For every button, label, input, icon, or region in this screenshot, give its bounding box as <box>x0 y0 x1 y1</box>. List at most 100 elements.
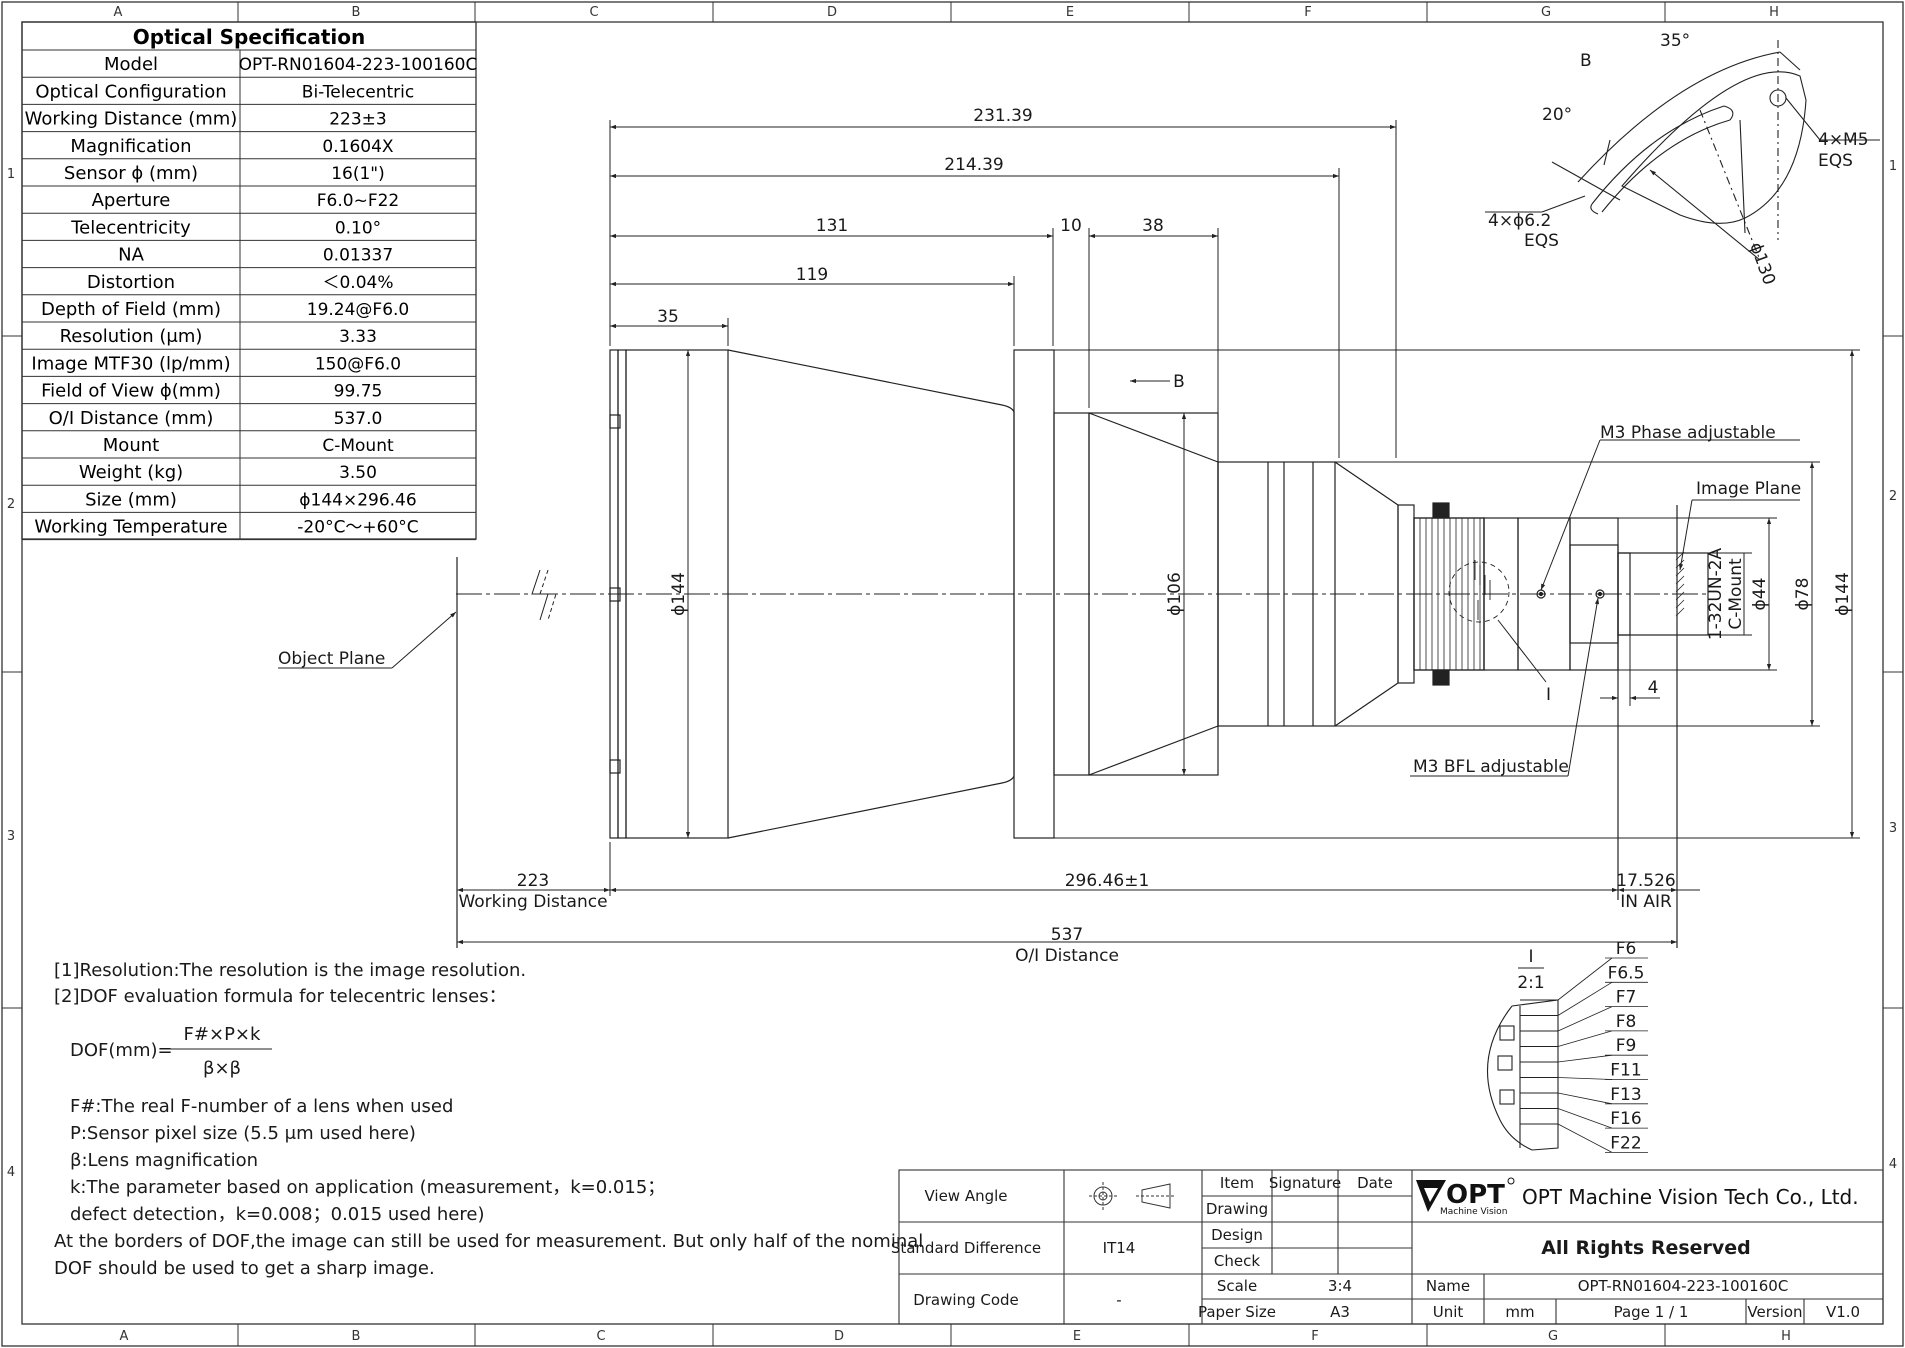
tb-drawing-code-value: - <box>1116 1291 1121 1309</box>
detail-i-texts: I 2:1 <box>1517 947 1544 993</box>
row-label: 4 <box>1889 1157 1897 1172</box>
aperture-leader <box>1557 1006 1613 1032</box>
tb-drawing: Drawing <box>1206 1200 1268 1218</box>
spec-row-value: 0.10° <box>335 218 381 238</box>
mount-type: C-Mount <box>1726 558 1746 630</box>
note-def-k2: defect detection，k=0.008；0.015 used here… <box>70 1204 484 1225</box>
spec-row-value: 537.0 <box>334 409 383 429</box>
thru-holes-eqs: EQS <box>1524 231 1559 251</box>
col-label: B <box>352 1329 361 1344</box>
dim-38: 38 <box>1142 216 1164 236</box>
detail-i-label: I <box>1528 947 1533 967</box>
col-label: A <box>114 5 123 20</box>
spec-row-label: Aperture <box>92 190 171 211</box>
spec-row-label: Resolution (μm) <box>60 326 203 347</box>
note-dof: [2]DOF evaluation formula for telecentri… <box>54 986 507 1007</box>
dia-130: ϕ130 <box>1745 240 1779 288</box>
row-label: 4 <box>7 1165 15 1180</box>
tb-item: Item <box>1220 1174 1254 1192</box>
tb-std-diff-value: IT14 <box>1103 1239 1136 1257</box>
notes: [1]Resolution:The resolution is the imag… <box>54 960 923 1279</box>
spec-row-label: O/I Distance (mm) <box>49 408 214 429</box>
col-label: F <box>1304 5 1311 20</box>
spec-row-label: Image MTF30 (lp/mm) <box>31 353 230 374</box>
spec-title: Optical Specification <box>133 25 365 49</box>
dim-10: 10 <box>1060 216 1082 236</box>
tb-unit-value: mm <box>1505 1303 1534 1321</box>
col-label: C <box>596 1329 605 1344</box>
tb-check: Check <box>1214 1252 1260 1270</box>
tb-version-value: V1.0 <box>1826 1303 1860 1321</box>
thread-spec: 1-32UN-2A <box>1706 547 1726 640</box>
dof-formula-lhs: DOF(mm)= <box>70 1040 173 1061</box>
col-label: H <box>1769 5 1779 20</box>
note-def-k: k:The parameter based on application (me… <box>70 1177 665 1198</box>
title-block-texts: View Angle Standard Difference IT14 Draw… <box>891 1174 1860 1321</box>
dim-dia-78: ϕ78 <box>1793 578 1813 611</box>
spec-row-value: 19.24@F6.0 <box>307 300 409 320</box>
row-label: 2 <box>1889 489 1897 504</box>
row-label: 2 <box>7 497 15 512</box>
spec-row-value: 3.33 <box>339 327 377 347</box>
note-def-p: P:Sensor pixel size (5.5 μm used here) <box>70 1123 416 1144</box>
tb-signature: Signature <box>1269 1174 1341 1192</box>
dimension-texts: 231.39 214.39 131 10 38 119 35 ϕ144 ϕ106… <box>458 106 1853 966</box>
tb-view-angle: View Angle <box>924 1187 1007 1205</box>
aperture-leader <box>1557 957 1613 1001</box>
view-b-texts: B 35° 20° 4×M5 EQS 4×ϕ6.2 EQS ϕ130 <box>1488 31 1869 288</box>
tb-rights: All Rights Reserved <box>1541 1237 1751 1259</box>
thru-holes: 4×ϕ6.2 <box>1488 211 1551 231</box>
image-plane-label: Image Plane <box>1696 479 1801 499</box>
aperture-scale <box>1474 560 1491 625</box>
logo-subtext: Machine Vision <box>1440 1207 1507 1217</box>
spec-row-value: 3.50 <box>339 463 377 483</box>
spec-row-label: Working Temperature <box>34 517 227 538</box>
spec-row-value: 0.01337 <box>323 246 393 266</box>
spec-row-label: Mount <box>103 435 159 456</box>
dim-working-distance-label: Working Distance <box>458 892 607 912</box>
note-def-beta: β:Lens magnification <box>70 1150 258 1171</box>
tb-date: Date <box>1357 1174 1393 1192</box>
dim-oi-distance-label: O/I Distance <box>1015 946 1119 966</box>
aperture-stop-label: F7 <box>1616 988 1637 1008</box>
col-label: H <box>1781 1329 1791 1344</box>
row-label: 3 <box>1889 821 1897 836</box>
company-name: OPT Machine Vision Tech Co., Ltd. <box>1522 1185 1859 1209</box>
dim-dia-144-right: ϕ144 <box>1833 572 1853 616</box>
tb-paper-size: Paper Size <box>1198 1303 1276 1321</box>
dim-119: 119 <box>796 265 828 285</box>
phase-adjust-label: M3 Phase adjustable <box>1600 423 1776 443</box>
spec-row-value: Bi-Telecentric <box>302 82 414 102</box>
title-block <box>898 1169 1884 1325</box>
dim-overall-length: 231.39 <box>973 106 1032 126</box>
aperture-leader <box>1557 981 1613 1016</box>
dim-dia-144: ϕ144 <box>669 572 689 616</box>
spec-row-label: Magnification <box>70 136 191 157</box>
aperture-leader <box>1557 1092 1613 1105</box>
dim-bfl: 17.526 <box>1616 871 1675 891</box>
spec-row-value: ϕ144×296.46 <box>299 490 416 510</box>
section-b-marker: B <box>1173 372 1185 392</box>
col-label: D <box>827 5 837 20</box>
col-label: G <box>1548 1329 1558 1344</box>
aperture-leader <box>1557 1123 1613 1153</box>
note-borders-2: DOF should be used to get a sharp image. <box>54 1258 435 1279</box>
aperture-stop-label: F6 <box>1616 939 1637 959</box>
tb-name: Name <box>1426 1277 1470 1295</box>
spec-row-value: C-Mount <box>322 436 394 456</box>
company-logo: OPT Machine Vision OPT Machine Vision Te… <box>1416 1177 1859 1217</box>
angle-35: 35° <box>1660 31 1690 51</box>
row-label: 3 <box>7 829 15 844</box>
note-borders: At the borders of DOF,the image can stil… <box>54 1231 923 1252</box>
dim-working-distance: 223 <box>517 871 549 891</box>
detail-i-view <box>1486 967 1559 1151</box>
spec-row-label: NA <box>118 245 144 266</box>
detail-i-scale: 2:1 <box>1517 973 1544 993</box>
object-plane-label: Object Plane <box>278 649 385 669</box>
col-label: F <box>1311 1329 1318 1344</box>
projection-symbol-icon <box>1089 1182 1176 1210</box>
